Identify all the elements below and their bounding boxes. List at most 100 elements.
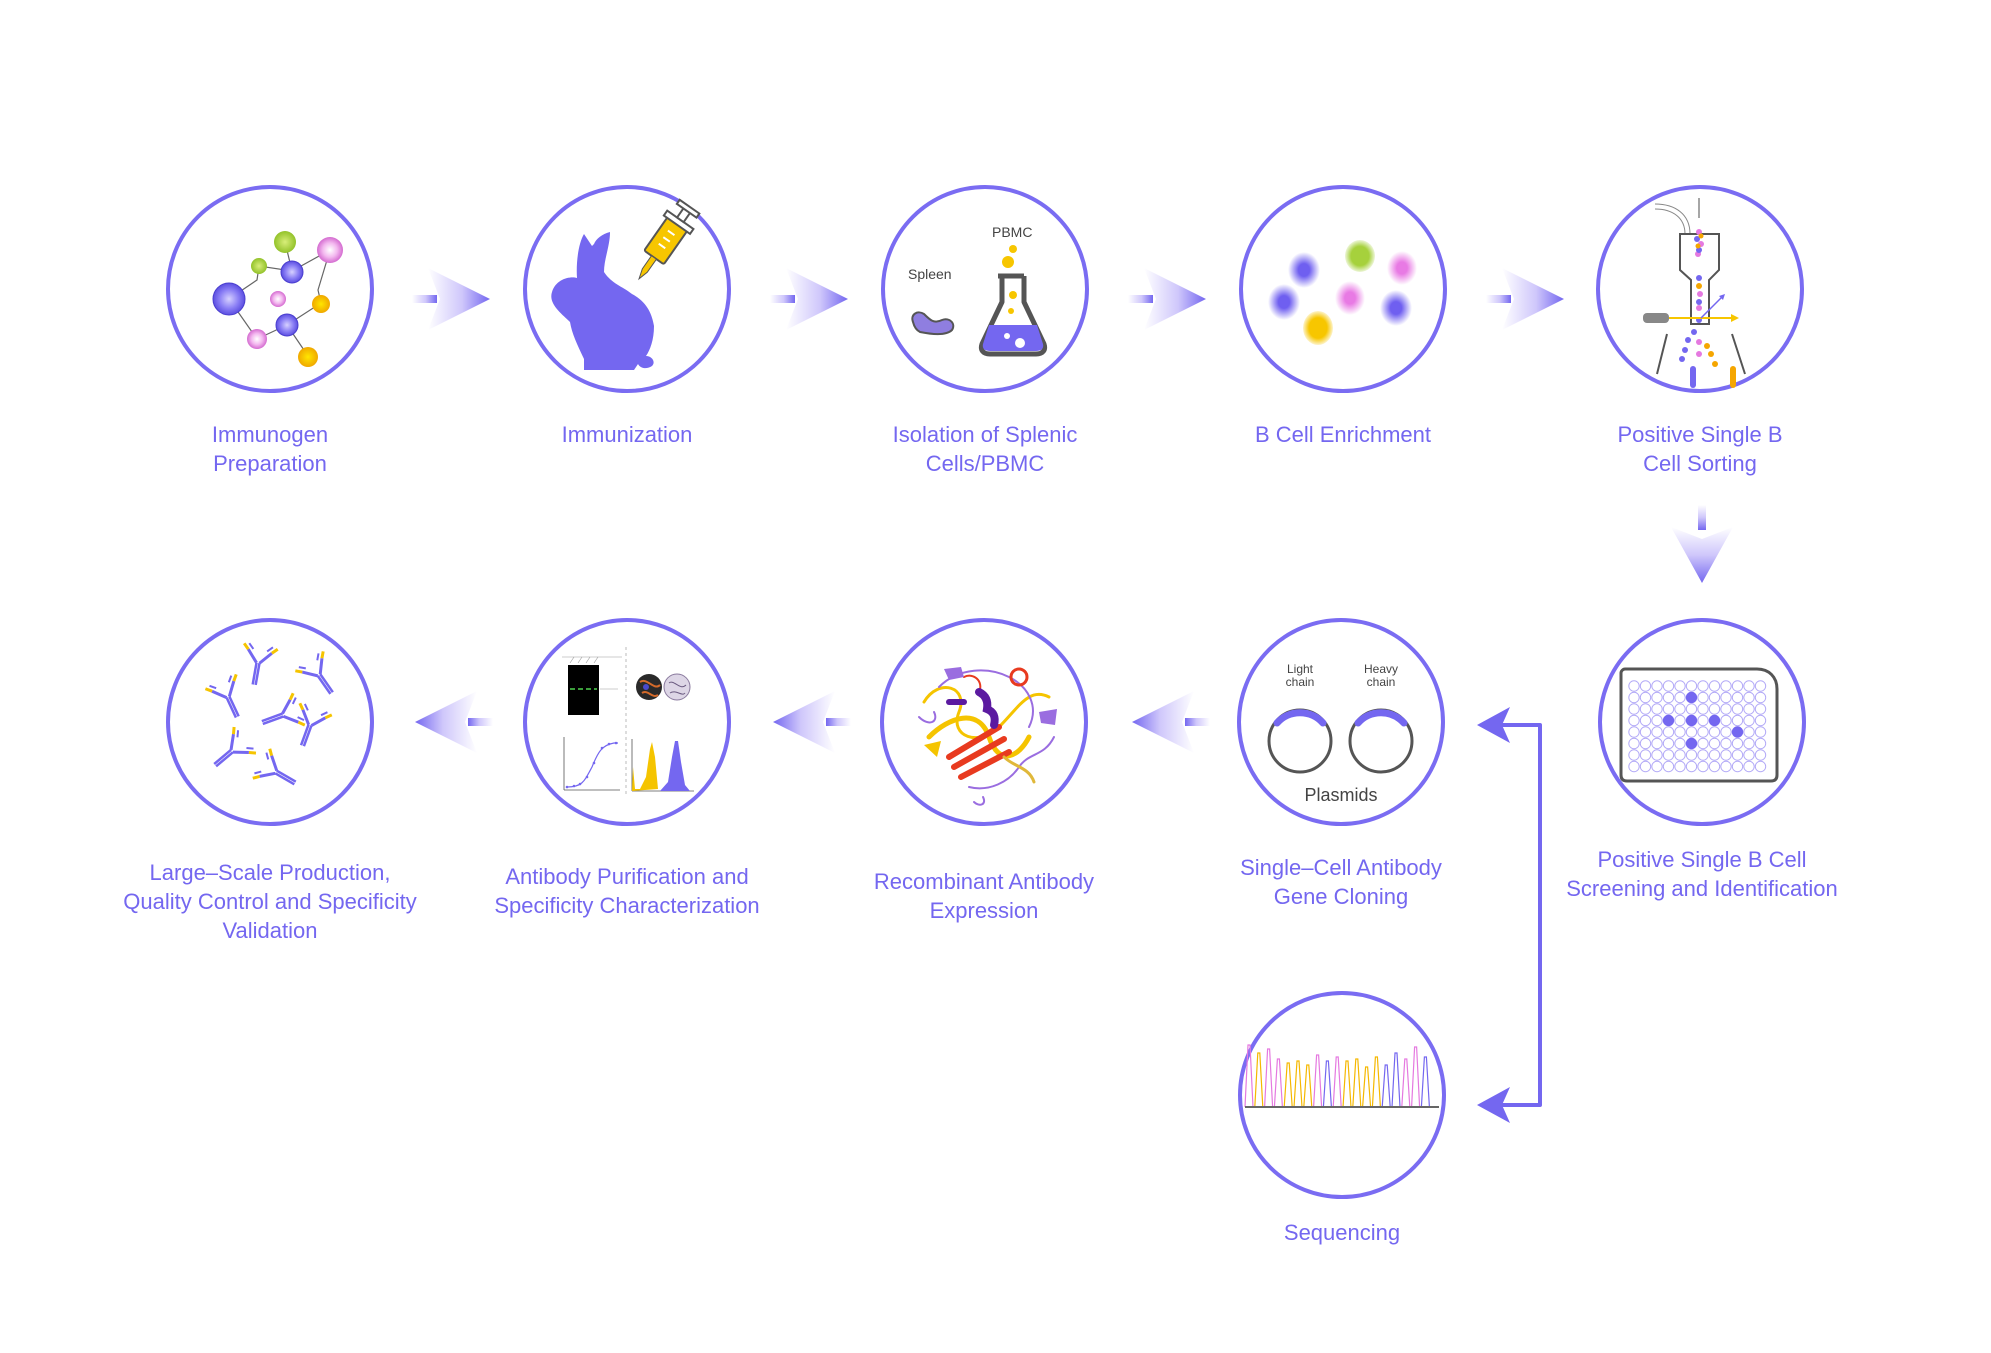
antibody: [298, 702, 333, 747]
well: [1754, 737, 1767, 750]
well: [1697, 703, 1709, 715]
flow-arrow-right: [1486, 268, 1564, 330]
chromatogram-peak: [1332, 1056, 1342, 1108]
step-label: Immunization: [457, 420, 797, 449]
well: [1685, 703, 1698, 715]
molecule-network-icon: [166, 185, 374, 393]
well: [1743, 726, 1755, 738]
chromatogram-peak: [1313, 1054, 1323, 1108]
step-sorting: [1595, 184, 1805, 394]
well: [1651, 737, 1663, 750]
chromatogram-icon: [1238, 991, 1446, 1199]
well: [1697, 749, 1709, 761]
well: [1639, 749, 1652, 761]
well: [1639, 680, 1652, 692]
well: [1697, 680, 1709, 692]
well: [1731, 680, 1744, 692]
positive-well: [1731, 726, 1744, 738]
well: [1708, 749, 1721, 761]
well: [1754, 680, 1767, 692]
label-line: Expression: [929, 898, 1039, 923]
well: [1662, 760, 1675, 773]
well: [1639, 703, 1652, 715]
spleen-flask-icon: Spleen PBMC: [881, 185, 1089, 393]
step-label: Recombinant Antibody Expression: [814, 867, 1154, 925]
label-line: Cells/PBMC: [925, 451, 1045, 476]
plasmids-label: Plasmids: [1304, 785, 1377, 805]
well: [1651, 760, 1663, 773]
positive-well: [1685, 737, 1698, 750]
well: [1697, 726, 1709, 738]
flow-arrow-left: [415, 691, 493, 753]
well: [1674, 760, 1686, 773]
spleen-label: Spleen: [908, 266, 952, 282]
antibody: [213, 726, 257, 768]
flow-histogram: [631, 739, 694, 792]
well: [1651, 703, 1663, 715]
well: [1743, 714, 1755, 727]
well: [1743, 760, 1755, 773]
well: [1754, 703, 1767, 715]
well: [1708, 737, 1721, 750]
ihc-image: [663, 673, 691, 701]
flow-arrow-left: [1132, 691, 1210, 753]
flow-arrow-right: [1128, 268, 1206, 330]
cells-icon: [1239, 185, 1447, 393]
chromatogram-peak: [1273, 1058, 1283, 1108]
well: [1743, 680, 1755, 692]
label-line: Recombinant Antibody: [873, 869, 1095, 894]
step-expression: [879, 617, 1089, 827]
label-line: Cell Sorting: [1643, 451, 1757, 476]
well: [1731, 749, 1744, 761]
positive-well: [1708, 714, 1721, 727]
antibodies-icon: [166, 618, 374, 826]
light-chain-label: chain: [1286, 675, 1315, 689]
antibody: [204, 673, 240, 719]
step-label: Immunogen Preparation: [100, 420, 440, 478]
well-plate-icon: [1598, 618, 1806, 826]
chromatogram-peak: [1401, 1058, 1411, 1108]
protein-structure-icon: [880, 618, 1088, 826]
well: [1651, 726, 1663, 738]
well: [1731, 714, 1744, 727]
well: [1685, 760, 1698, 773]
step-sequencing: [1237, 990, 1447, 1200]
step-gene-cloning: Light chain Heavy chain Plasmids: [1236, 617, 1446, 827]
elisa-curve: [563, 737, 620, 791]
step-production: [165, 617, 375, 827]
arrow-to-sequencing: [1477, 1087, 1510, 1123]
well: [1674, 691, 1686, 704]
well: [1743, 749, 1755, 761]
step-isolation: Spleen PBMC: [880, 184, 1090, 394]
step-label: B Cell Enrichment: [1173, 420, 1513, 449]
well: [1743, 737, 1755, 750]
well: [1662, 680, 1675, 692]
chromatogram-peak: [1283, 1062, 1293, 1108]
well: [1720, 760, 1732, 773]
label-line: Gene Cloning: [1273, 884, 1409, 909]
well: [1628, 680, 1640, 692]
well: [1720, 726, 1732, 738]
step-label: Sequencing: [1172, 1218, 1512, 1247]
well: [1628, 714, 1640, 727]
well: [1662, 749, 1675, 761]
label-line: Single–Cell Antibody: [1240, 855, 1442, 880]
flow-arrow-right: [770, 268, 848, 330]
well: [1731, 703, 1744, 715]
flow-arrow-down: [1671, 505, 1733, 583]
well: [1708, 726, 1721, 738]
well: [1685, 749, 1698, 761]
well: [1720, 680, 1732, 692]
positive-well: [1662, 714, 1675, 727]
well: [1639, 691, 1652, 704]
well: [1662, 691, 1675, 704]
step-immunization: [522, 184, 732, 394]
well: [1720, 714, 1732, 727]
step-label: Positive Single B Cell Screening and Ide…: [1532, 845, 1872, 903]
well: [1743, 691, 1755, 704]
label-line: B Cell Enrichment: [1254, 422, 1432, 447]
chromatogram-peak: [1411, 1046, 1421, 1108]
chromatogram-peak: [1303, 1064, 1313, 1108]
heavy-chain-label: Heavy: [1364, 662, 1398, 676]
well: [1754, 749, 1767, 761]
